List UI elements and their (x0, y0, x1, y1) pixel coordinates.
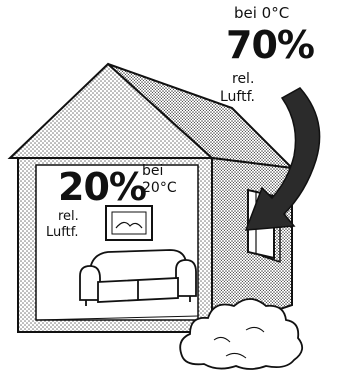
wall-picture (106, 206, 152, 240)
outdoor-unit-line1: rel. (232, 72, 254, 86)
outdoor-unit-line2: Luftf. (220, 90, 255, 104)
indoor-unit-line1: rel. (58, 210, 79, 223)
indoor-unit-line2: Luftf. (46, 226, 78, 239)
outdoor-temperature-label: bei 0°C (234, 6, 289, 21)
indoor-humidity-value: 20% (58, 168, 146, 206)
indoor-temperature-line1: bei (142, 164, 163, 178)
outdoor-humidity-value: 70% (226, 26, 314, 64)
indoor-temperature-line2: 20°C (142, 181, 177, 195)
